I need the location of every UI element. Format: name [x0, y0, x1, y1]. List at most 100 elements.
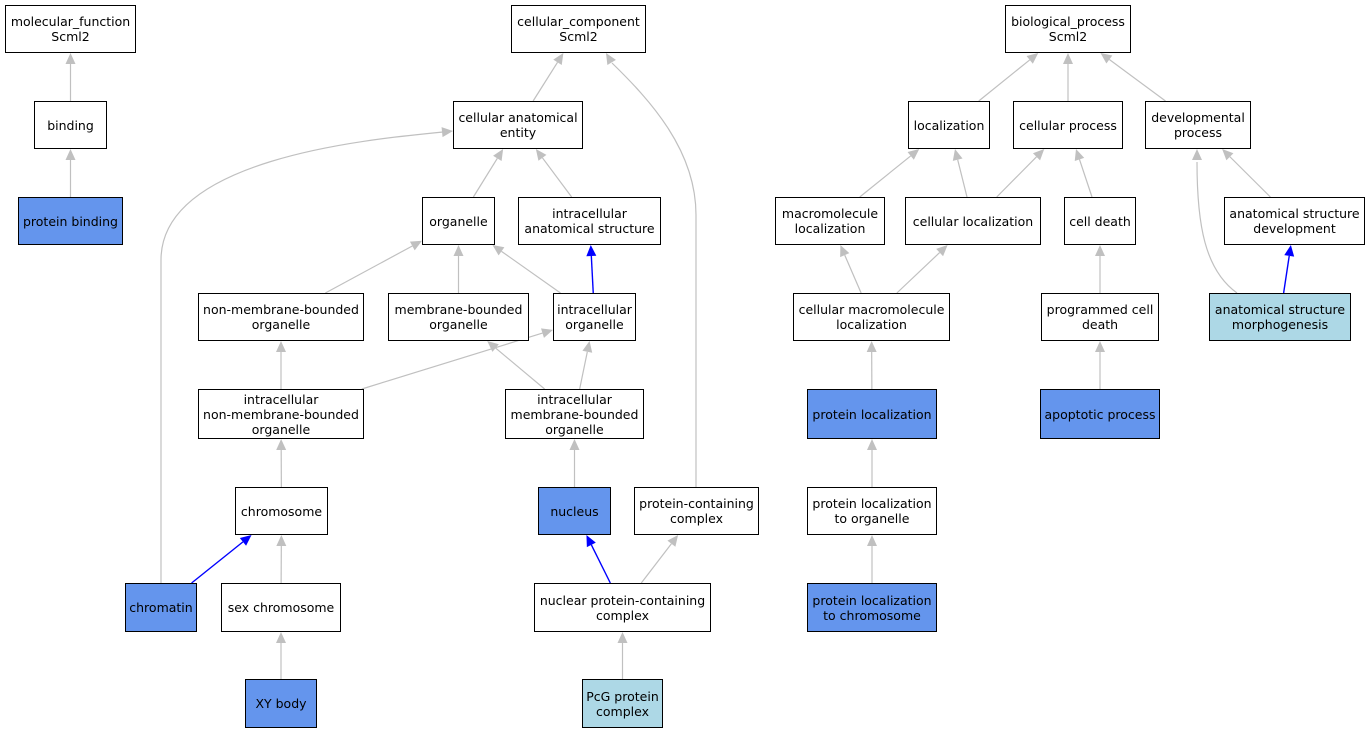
- edge-arrowhead: [1284, 245, 1295, 257]
- edge-arrowhead: [617, 632, 628, 643]
- edge-arrowhead: [1074, 149, 1085, 162]
- node-nucleus[interactable]: nucleus: [538, 487, 611, 535]
- node-intracellular-membrane-bounded-organelle[interactable]: intracellular membrane-bounded organelle: [505, 389, 644, 439]
- edge-cellular_macromolecule_localization-to-macromolecule_localization: [844, 254, 862, 294]
- edge-arrowhead: [492, 245, 505, 256]
- edge-arrowhead: [276, 535, 287, 547]
- edge-arrowhead: [441, 127, 453, 138]
- edge-chromatin-to-cellular_anatomical_entity: [160, 131, 444, 583]
- node-protein-localization-to-organelle[interactable]: protein localization to organelle: [807, 487, 937, 535]
- edge-cellular_macromolecule_localization-to-cellular_localization: [896, 252, 941, 294]
- edge-arrowhead: [1222, 149, 1234, 161]
- edge-arrowhead: [535, 149, 547, 161]
- node-xy-body[interactable]: XY body: [245, 679, 317, 728]
- edge-arrowhead: [1063, 53, 1073, 64]
- edge-arrowhead: [586, 245, 597, 257]
- node-protein-containing-complex[interactable]: protein-containing complex: [634, 487, 759, 535]
- node-chromosome[interactable]: chromosome: [235, 487, 328, 535]
- edge-arrowhead: [569, 439, 580, 450]
- edge-localization-to-bp_root: [978, 59, 1031, 102]
- node-membrane-bounded-organelle[interactable]: membrane-bounded organelle: [388, 293, 529, 341]
- node-organelle[interactable]: organelle: [422, 197, 495, 245]
- edge-arrowhead: [276, 632, 286, 643]
- edge-arrowhead: [276, 439, 287, 451]
- node-cellular-process[interactable]: cellular process: [1013, 101, 1123, 149]
- node-biological-process-root[interactable]: biological_process Scml2: [1005, 5, 1131, 53]
- node-protein-localization-to-chromosome[interactable]: protein localization to chromosome: [807, 583, 937, 632]
- edge-arrowhead: [867, 439, 877, 450]
- node-chromatin[interactable]: chromatin: [125, 583, 197, 632]
- edge-arrowhead: [65, 53, 76, 64]
- edge-cellular_anatomical_entity-to-cc_root: [532, 61, 559, 102]
- edge-intracellular_organelle-to-intracellular_anatomical_structure: [590, 255, 594, 294]
- node-developmental-process[interactable]: developmental process: [1145, 101, 1251, 149]
- edge-arrowhead: [907, 149, 920, 160]
- edge-arrowhead: [936, 245, 948, 257]
- edge-arrowhead: [1026, 53, 1039, 64]
- node-localization[interactable]: localization: [908, 101, 990, 149]
- edge-nuclear_protein_containing_complex-to-nucleus: [590, 544, 611, 584]
- edge-arrowhead: [541, 328, 553, 338]
- node-cell-death[interactable]: cell death: [1064, 197, 1136, 245]
- node-binding[interactable]: binding: [34, 101, 107, 149]
- edge-arrowhead: [453, 245, 464, 256]
- edge-arrowhead: [65, 149, 76, 160]
- edge-chromatin-to-chromosome: [191, 541, 244, 584]
- edge-arrowhead: [606, 53, 616, 66]
- edge-intracellular_organelle-to-organelle: [501, 250, 561, 294]
- edge-macromolecule_localization-to-localization: [859, 155, 912, 198]
- edge-arrowhead: [493, 149, 504, 161]
- edge-developmental_process-to-bp_root: [1108, 59, 1166, 102]
- edge-arrowhead: [867, 535, 877, 546]
- edge-arrowhead: [1032, 149, 1045, 161]
- node-apoptotic-process[interactable]: apoptotic process: [1040, 389, 1160, 439]
- node-intracellular-organelle[interactable]: intracellular organelle: [553, 293, 636, 341]
- node-anatomical-structure-morphogenesis[interactable]: anatomical structure morphogenesis: [1209, 293, 1351, 341]
- edge-cellular_localization-to-localization: [957, 159, 968, 198]
- edge-arrowhead: [553, 53, 564, 65]
- edge-arrowhead: [866, 341, 877, 353]
- edge-arrowhead: [1100, 53, 1113, 64]
- edge-anatomical_structure_development-to-developmental_process: [1229, 156, 1271, 198]
- edge-anatomical_structure_morphogenesis-to-anatomical_structure_development: [1282, 255, 1290, 294]
- edge-arrowhead: [667, 535, 679, 547]
- edge-arrowhead: [840, 245, 850, 258]
- edge-intracellular_anatomical_structure-to-cellular_anatomical_entity: [541, 157, 573, 198]
- edge-cell_death-to-cellular_process: [1078, 159, 1093, 198]
- edge-arrowhead: [952, 149, 963, 161]
- edge-protein_containing_complex-to-cc_root: [611, 62, 697, 487]
- edge-nuclear_protein_containing_complex-to-protein_containing_complex: [640, 543, 672, 584]
- edge-arrowhead: [276, 341, 286, 352]
- edge-arrowhead: [1095, 341, 1105, 352]
- node-sex-chromosome[interactable]: sex chromosome: [221, 583, 341, 632]
- edge-intracellular_membrane_bounded_organelle-to-membrane_bounded_organelle: [495, 347, 545, 390]
- edge-arrowhead: [487, 341, 499, 352]
- node-protein-localization[interactable]: protein localization: [807, 389, 937, 439]
- edge-arrowhead: [1192, 149, 1202, 160]
- node-macromolecule-localization[interactable]: macromolecule localization: [775, 197, 885, 245]
- edge-anatomical_structure_morphogenesis-to-developmental_process: [1196, 161, 1238, 294]
- edge-intracellular_non_membrane_bounded_organelle-to-intracellular_organelle: [361, 332, 543, 390]
- node-programmed-cell-death[interactable]: programmed cell death: [1041, 293, 1159, 341]
- node-cellular-macromolecule-localization[interactable]: cellular macromolecule localization: [793, 293, 950, 341]
- edge-arrowhead: [586, 535, 596, 548]
- node-cellular-localization[interactable]: cellular localization: [905, 197, 1041, 245]
- node-pcg-protein-complex[interactable]: PcG protein complex: [582, 679, 663, 728]
- edge-arrowhead: [582, 341, 593, 353]
- edge-organelle-to-cellular_anatomical_entity: [472, 158, 498, 198]
- node-anatomical-structure-development[interactable]: anatomical structure development: [1224, 197, 1365, 245]
- edge-arrowhead: [1095, 245, 1105, 256]
- node-cellular-anatomical-entity[interactable]: cellular anatomical entity: [453, 101, 583, 149]
- edge-non_membrane_bounded_organelle-to-organelle: [325, 245, 413, 294]
- node-cellular-component-root[interactable]: cellular_component Scml2: [511, 5, 646, 53]
- edge-cellular_localization-to-cellular_process: [996, 156, 1037, 198]
- node-intracellular-non-membrane-bounded-organelle[interactable]: intracellular non-membrane-bounded organ…: [198, 389, 364, 439]
- node-nuclear-protein-containing-complex[interactable]: nuclear protein-containing complex: [534, 583, 711, 632]
- node-intracellular-anatomical-structure[interactable]: intracellular anatomical structure: [518, 197, 661, 245]
- node-protein-binding[interactable]: protein binding: [18, 197, 123, 245]
- edge-arrowhead: [239, 535, 252, 546]
- node-non-membrane-bounded-organelle[interactable]: non-membrane-bounded organelle: [198, 293, 364, 341]
- node-molecular-function-root[interactable]: molecular_function Scml2: [5, 5, 136, 53]
- edge-arrowhead: [409, 240, 422, 251]
